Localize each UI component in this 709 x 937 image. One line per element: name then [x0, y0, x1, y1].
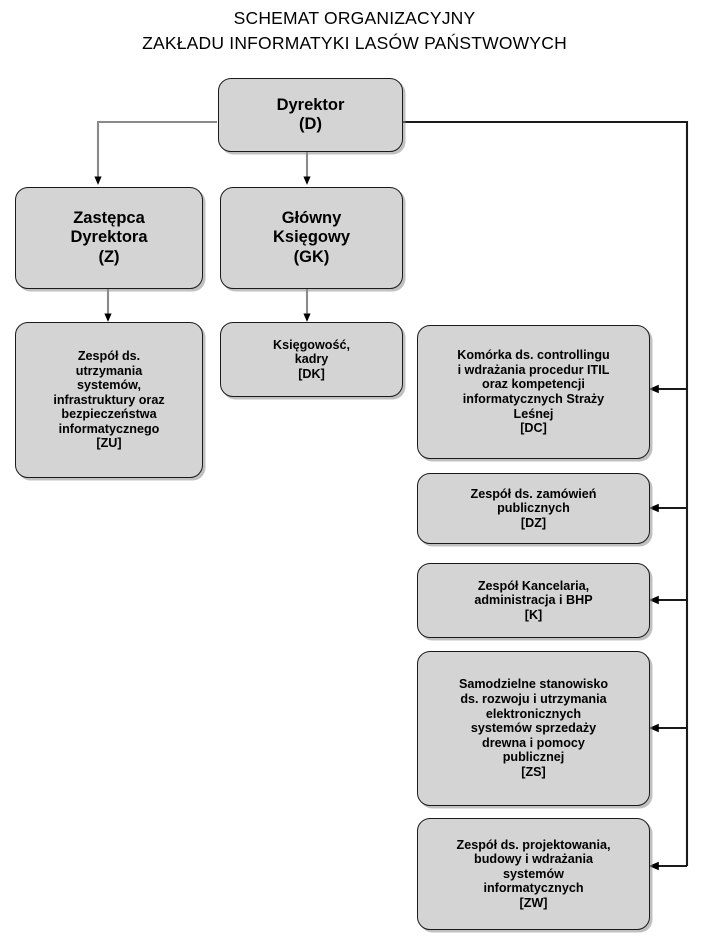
node-ksiegowosc-kadry-dk[interactable]: Księgowość, kadry [DK]: [220, 322, 403, 397]
node-zastepca-dyrektora[interactable]: Zastępca Dyrektora (Z): [15, 187, 203, 289]
node-komorka-controllingu-dc-label: Komórka ds. controllingu i wdrażania pro…: [457, 348, 610, 436]
node-zamowienia-publiczne-dz-label: Zespół ds. zamówień publicznych [DZ]: [470, 486, 597, 530]
node-kancelaria-bhp-k[interactable]: Zespół Kancelaria, administracja i BHP […: [417, 563, 650, 638]
node-zespol-utrzymania-zu[interactable]: Zespół ds. utrzymania systemów, infrastr…: [15, 322, 203, 478]
node-samodzielne-stanowisko-zs-label: Samodzielne stanowisko ds. rozwoju i utr…: [458, 677, 609, 779]
edge-d-to-z: [94, 120, 217, 185]
node-ksiegowosc-kadry-dk-label: Księgowość, kadry [DK]: [273, 337, 350, 381]
node-dyrektor-label: Dyrektor (D): [276, 95, 345, 133]
node-projektowanie-systemow-zw-label: Zespół ds. projektowania, budowy i wdraż…: [456, 837, 611, 910]
node-kancelaria-bhp-k-label: Zespół Kancelaria, administracja i BHP […: [474, 578, 593, 622]
node-komorka-controllingu-dc[interactable]: Komórka ds. controllingu i wdrażania pro…: [417, 325, 650, 459]
node-glowny-ksiegowy-label: Główny Księgowy (GK): [272, 209, 351, 266]
node-zespol-utrzymania-zu-label: Zespół ds. utrzymania systemów, infrastr…: [53, 348, 165, 451]
node-zastepca-dyrektora-label: Zastępca Dyrektora (Z): [70, 209, 148, 266]
chart-title: SCHEMAT ORGANIZACYJNY ZAKŁADU INFORMATYK…: [0, 6, 709, 56]
chart-title-line-1: SCHEMAT ORGANIZACYJNY: [233, 8, 476, 28]
node-zamowienia-publiczne-dz[interactable]: Zespół ds. zamówień publicznych [DZ]: [417, 473, 650, 544]
node-dyrektor[interactable]: Dyrektor (D): [218, 78, 403, 152]
node-samodzielne-stanowisko-zs[interactable]: Samodzielne stanowisko ds. rozwoju i utr…: [417, 651, 650, 806]
node-projektowanie-systemow-zw[interactable]: Zespół ds. projektowania, budowy i wdraż…: [417, 818, 650, 930]
chart-title-line-2: ZAKŁADU INFORMATYKI LASÓW PAŃSTWOWYCH: [142, 33, 567, 53]
node-glowny-ksiegowy[interactable]: Główny Księgowy (GK): [220, 187, 403, 289]
